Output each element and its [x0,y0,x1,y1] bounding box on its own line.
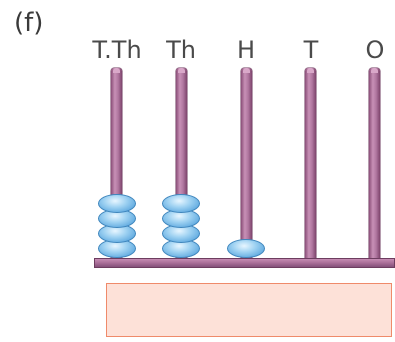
column-label-hundreds: H [236,36,256,64]
rod-hundreds [241,68,252,260]
rod-tens [305,68,316,260]
bead [162,194,200,213]
column-label-tens: T [303,36,319,64]
column-label-ones: O [365,36,385,64]
rod-ten-thousands [111,68,122,260]
rod-ones [369,68,380,260]
column-label-thousands: Th [166,36,196,64]
rod-thousands [176,68,187,260]
bead [98,194,136,213]
abacus-base [94,258,395,268]
column-label-ten-thousands: T.Th [92,36,142,64]
answer-box[interactable] [106,283,392,337]
bead [227,239,265,258]
part-label: (f) [14,8,44,38]
